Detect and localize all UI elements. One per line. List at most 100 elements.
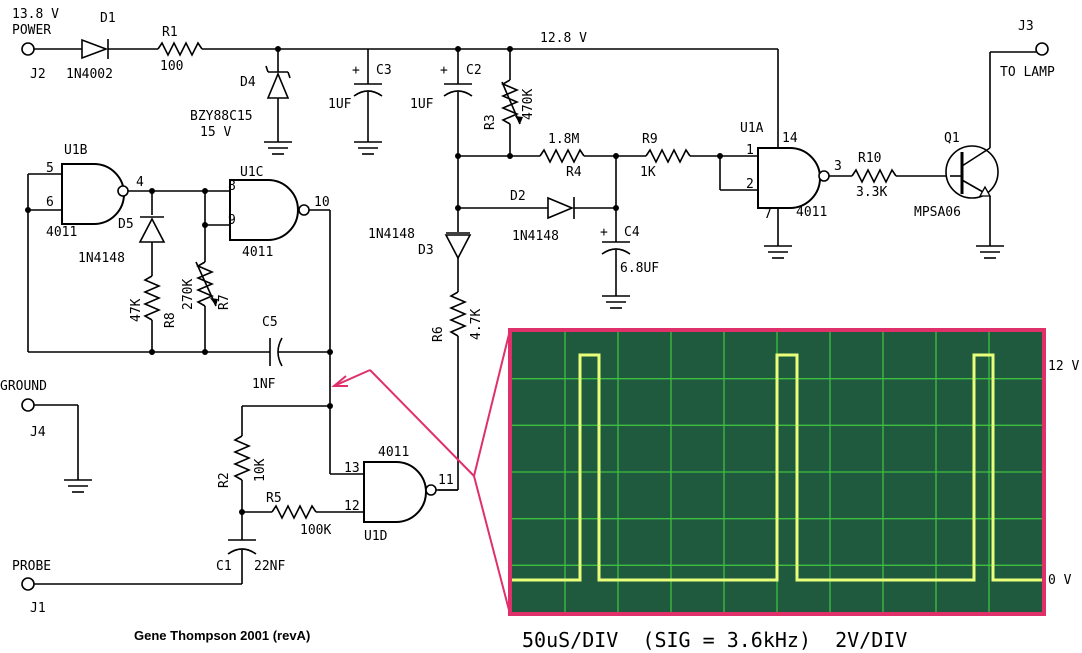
resistor-r4-r9 xyxy=(458,148,758,191)
resistor-r3 xyxy=(500,49,523,159)
c4-value-label: 6.8UF xyxy=(620,261,659,276)
gate-u1b xyxy=(25,163,230,352)
u1b-part-label: 4011 xyxy=(46,225,77,240)
pin-6-label: 6 xyxy=(46,195,54,210)
c2-label: C2 xyxy=(466,63,482,78)
q1-part-label: MPSA06 xyxy=(914,205,961,220)
r1-label: R1 xyxy=(162,25,178,40)
author-credit: Gene Thompson 2001 (revA) xyxy=(134,628,310,643)
c2-value-label: 1UF xyxy=(410,97,434,112)
r4-value-label: 1.8M xyxy=(548,132,579,147)
pin-9-label: 9 xyxy=(228,213,236,228)
scope-0v-label: 0 V xyxy=(1048,573,1072,588)
d5-label: D5 xyxy=(118,217,134,232)
power-input xyxy=(21,38,778,60)
scope-caption: 50uS/DIV (SIG = 3.6kHz) 2V/DIV xyxy=(522,628,907,652)
d2-label: D2 xyxy=(510,189,526,204)
c3-value-label: 1UF xyxy=(328,97,352,112)
d4-voltage-label: 15 V xyxy=(200,125,231,140)
pin-12-label: 12 xyxy=(344,499,360,514)
u1c-label: U1C xyxy=(240,165,263,180)
scope-trace xyxy=(512,353,1042,582)
pin-3-label: 3 xyxy=(834,159,842,174)
pin-2-label: 2 xyxy=(746,177,754,192)
d3-label: D3 xyxy=(418,243,434,258)
r5-label: R5 xyxy=(266,491,282,506)
r10-label: R10 xyxy=(858,151,881,166)
r7-label: R7 xyxy=(217,294,232,310)
transistor-q1 xyxy=(945,42,1049,259)
c1-label: C1 xyxy=(216,559,232,574)
r1-value-label: 100 xyxy=(160,59,183,74)
d5-part-label: 1N4148 xyxy=(78,251,125,266)
c4-label: C4 xyxy=(624,225,640,240)
ground-j4 xyxy=(21,398,92,493)
scope-12v-label: 12 V xyxy=(1048,359,1079,374)
q1-label: Q1 xyxy=(944,131,960,146)
gate-u1a xyxy=(757,49,950,259)
r9-label: R9 xyxy=(642,132,658,147)
pin-14-label: 14 xyxy=(782,131,798,146)
d4-part-label: BZY88C15 xyxy=(190,109,253,124)
r2-label: R2 xyxy=(217,472,232,488)
pin-1-label: 1 xyxy=(746,143,754,158)
r6-label: R6 xyxy=(431,326,446,342)
u1d-label: U1D xyxy=(364,529,388,544)
u1c-part-label: 4011 xyxy=(242,245,273,260)
ground-label: GROUND xyxy=(0,379,47,394)
capacitor-c3 xyxy=(353,49,383,155)
r3-label: R3 xyxy=(483,114,498,130)
j2-label: J2 xyxy=(30,67,46,82)
r2-value-label: 10K xyxy=(253,458,268,482)
gate-u1d-network xyxy=(21,405,458,591)
capacitor-c5 xyxy=(28,337,330,367)
pin-13-label: 13 xyxy=(344,461,360,476)
r8-value-label: 47K xyxy=(129,298,144,322)
r5-value-label: 100K xyxy=(300,523,331,538)
pin-5-label: 5 xyxy=(46,161,54,176)
r9-value-label: 1K xyxy=(640,165,656,180)
pin-7-label: 7 xyxy=(764,207,772,222)
pin-4-label: 4 xyxy=(136,175,144,190)
c5-value-label: 1NF xyxy=(252,377,276,392)
r6-value-label: 4.7K xyxy=(469,309,484,340)
diode-d3-resistor-r6 xyxy=(438,232,472,491)
u1d-part-label: 4011 xyxy=(378,445,409,460)
probe-pointer xyxy=(331,329,511,615)
r4-label: R4 xyxy=(566,165,582,180)
r10-value-label: 3.3K xyxy=(856,185,887,200)
diode-d2-capacitor-c4 xyxy=(458,156,631,309)
pin-11-label: 11 xyxy=(438,473,454,488)
d3-part-label: 1N4148 xyxy=(368,227,415,242)
c5-label: C5 xyxy=(262,315,278,330)
r7-value-label: 270K xyxy=(181,279,196,310)
pin-10-label: 10 xyxy=(314,195,330,210)
c1-value-label: 22NF xyxy=(254,559,285,574)
rail-voltage-label: 12.8 V xyxy=(540,31,587,46)
probe-label: PROBE xyxy=(12,559,51,574)
c3-label: C3 xyxy=(376,63,392,78)
r3-value-label: 470K xyxy=(521,89,536,120)
zener-d4 xyxy=(264,49,292,155)
u1b-label: U1B xyxy=(64,143,88,158)
j4-label: J4 xyxy=(30,425,46,440)
u1a-part-label: 4011 xyxy=(796,205,827,220)
c3-plus-label: + xyxy=(352,63,360,78)
d1-label: D1 xyxy=(100,11,116,26)
c4-plus-label: + xyxy=(600,225,608,240)
to-lamp-label: TO LAMP xyxy=(1000,65,1055,80)
j3-label: J3 xyxy=(1018,19,1034,34)
d4-label: D4 xyxy=(240,75,256,90)
u1a-label: U1A xyxy=(740,121,764,136)
power-voltage-label: 13.8 V xyxy=(12,7,59,22)
r8-label: R8 xyxy=(163,312,178,328)
d2-part-label: 1N4148 xyxy=(512,229,559,244)
oscilloscope-screen xyxy=(508,328,1046,616)
d1-part-label: 1N4002 xyxy=(66,67,113,82)
c2-plus-label: + xyxy=(440,63,448,78)
j1-label: J1 xyxy=(30,601,46,616)
pin-8-label: 8 xyxy=(228,179,236,194)
diode-d5-resistor-r8 xyxy=(138,191,166,355)
power-label: POWER xyxy=(12,23,51,38)
